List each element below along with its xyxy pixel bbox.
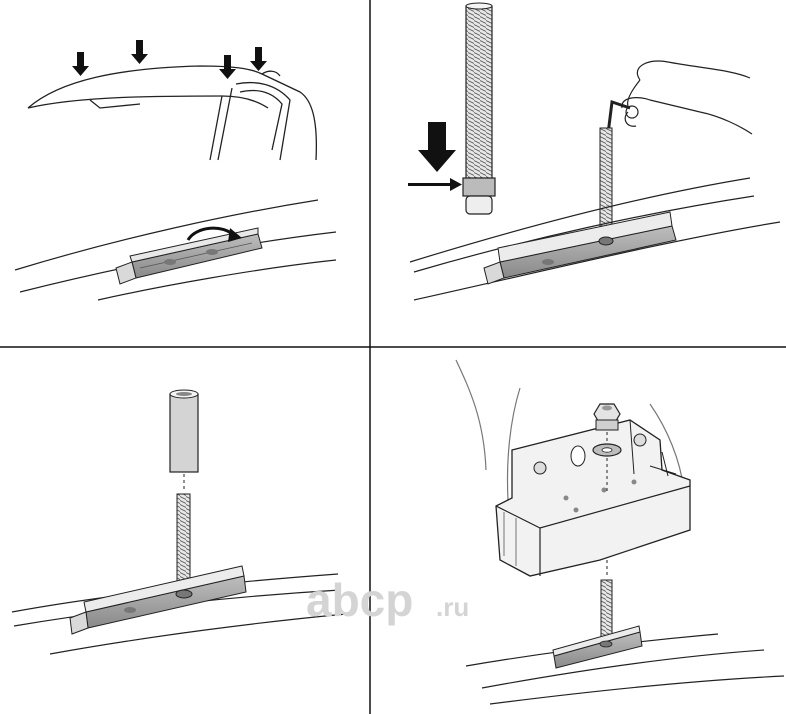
- spacer-tube: [169, 389, 199, 473]
- rail-slot-insert: [552, 625, 643, 669]
- rail-slot-insert: [483, 211, 677, 285]
- threaded-bolt: [599, 127, 613, 235]
- washer-icon: [592, 443, 622, 457]
- arrow-down-icon: [72, 40, 267, 79]
- panel-step-3: [11, 389, 347, 655]
- rail-slot-insert: [69, 565, 247, 635]
- watermark-brand: abcp: [306, 574, 413, 626]
- arrow-right-icon: [408, 178, 462, 191]
- watermark-logo: abcp .ru: [306, 574, 469, 626]
- arrow-down-icon: [418, 122, 456, 172]
- nut-icon: [593, 403, 621, 431]
- watermark-suffix: .ru: [436, 592, 469, 622]
- car-silhouette: [27, 65, 318, 161]
- threaded-bolt: [176, 493, 191, 589]
- foot-pad: [495, 419, 691, 577]
- panel-step-2: [408, 2, 781, 301]
- rotate-arrow-icon: [186, 226, 242, 242]
- panel-step-4: [455, 359, 785, 705]
- spacer-tube-threaded: [462, 2, 496, 215]
- hand-illustration: [621, 60, 753, 135]
- panel-step-1: [14, 40, 337, 301]
- roof-rail-section: [409, 177, 781, 301]
- rail-slot-insert: [115, 227, 263, 285]
